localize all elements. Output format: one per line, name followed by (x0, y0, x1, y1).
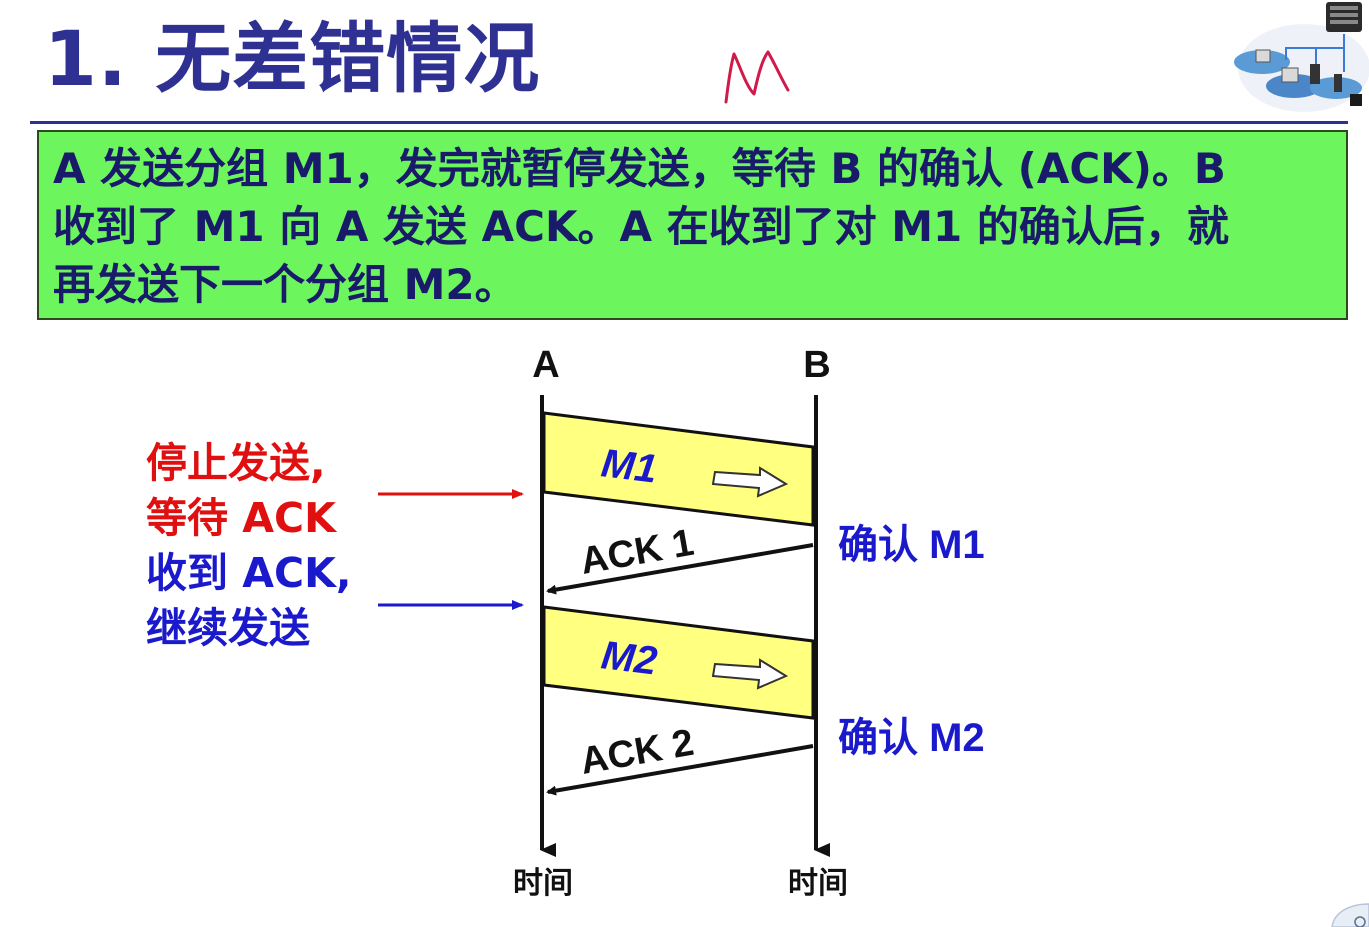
description-line-1: A 发送分组 M1，发完就暂停发送，等待 B 的确认 (ACK)。B (53, 144, 1226, 193)
description-line-2: 收到了 M1 向 A 发送 ACK。A 在收到了对 M1 的确认后，就 (53, 202, 1229, 251)
time-label-b: 时间 (788, 867, 848, 900)
confirm-m1-label: 确认 M1 (838, 523, 985, 567)
packet-m1-label: M1 (599, 441, 660, 491)
stop-line-1: 停止发送, (146, 439, 326, 487)
ack2-label: ACK 2 (577, 722, 697, 783)
packet-m2 (542, 605, 815, 720)
ack1-arrow (546, 543, 814, 595)
node-a-label: A (532, 344, 559, 386)
packet-m2-label: M2 (599, 633, 660, 683)
page-corner-icon (1331, 903, 1369, 927)
title-underline (30, 121, 1348, 124)
resume-line-1: 收到 ACK, (146, 549, 352, 597)
stop-annotation: 停止发送, 等待 ACK (146, 436, 336, 546)
packet-m1 (542, 411, 815, 527)
resume-line-2: 继续发送 (146, 604, 310, 652)
network-logo-icon (1234, 2, 1369, 112)
slide-title: 1. 无差错情况 (44, 14, 541, 103)
node-b-label: B (803, 344, 830, 386)
stop-line-2: 等待 ACK (146, 494, 336, 542)
packet-m2-arrow-icon (711, 658, 789, 690)
packet-m1-arrow-icon (711, 466, 789, 498)
time-label-a: 时间 (513, 867, 573, 900)
ack2-arrow (546, 744, 814, 796)
handwritten-m (724, 50, 790, 104)
description-line-3: 再发送下一个分组 M2。 (53, 260, 517, 309)
confirm-m2-label: 确认 M2 (838, 716, 985, 760)
description-box: A 发送分组 M1，发完就暂停发送，等待 B 的确认 (ACK)。B 收到了 M… (37, 130, 1348, 320)
resume-annotation: 收到 ACK, 继续发送 (146, 546, 351, 656)
